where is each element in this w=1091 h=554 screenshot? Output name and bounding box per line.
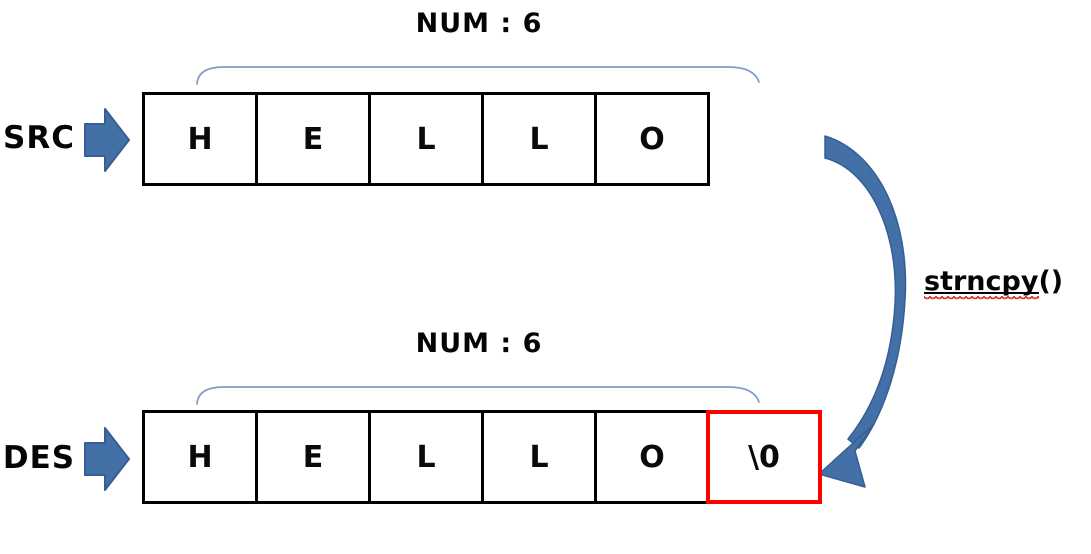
function-name: strncpy — [924, 266, 1040, 300]
strncpy-function-label: strncpy() — [924, 266, 1064, 300]
function-parens: () — [1038, 266, 1064, 297]
src-num-label: NUM : 6 — [415, 8, 543, 39]
des-cell: E — [255, 410, 371, 504]
des-cell: L — [481, 410, 597, 504]
des-num-brace-icon — [196, 386, 760, 405]
strncpy-curved-arrow-icon — [818, 135, 907, 488]
des-cell: L — [368, 410, 484, 504]
src-pointer-right-arrow-icon — [84, 108, 130, 172]
des-pointer-right-arrow-icon — [84, 427, 130, 491]
src-cell: L — [368, 92, 484, 186]
src-cell: E — [255, 92, 371, 186]
des-array: H E L L O \0 — [142, 410, 822, 504]
src-num-brace-icon — [196, 66, 760, 85]
src-cell: H — [142, 92, 258, 186]
des-cell-null-terminator: \0 — [706, 410, 822, 504]
src-array: H E L L O — [142, 92, 710, 186]
des-num-label: NUM : 6 — [415, 328, 543, 359]
src-label: SRC — [3, 120, 75, 156]
des-cell: O — [594, 410, 710, 504]
src-cell: O — [594, 92, 710, 186]
des-label: DES — [2, 440, 76, 476]
src-cell: L — [481, 92, 597, 186]
des-cell: H — [142, 410, 258, 504]
